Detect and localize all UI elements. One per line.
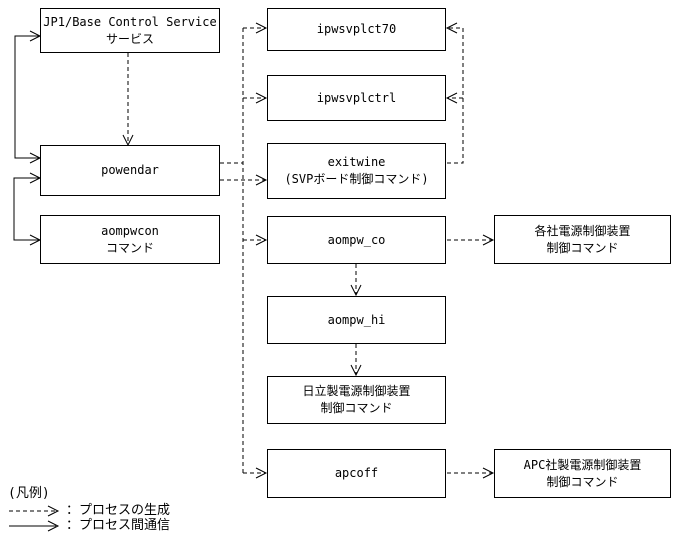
node-hitachi-power-control-command: 日立製電源制御装置 制御コマンド (267, 376, 446, 424)
node-vendor-power-control-command: 各社電源制御装置 制御コマンド (494, 215, 671, 264)
arrowhead-icon (255, 467, 268, 479)
edge-comm-jp1-powendar (14, 35, 40, 159)
arrowhead-icon (445, 92, 458, 104)
arrowhead-icon (255, 92, 268, 104)
node-label: powendar (101, 163, 159, 177)
node-label: aompwcon (101, 223, 159, 238)
legend-label: ：プロセス間通信 (66, 517, 171, 533)
edge-comm-powendar-aompwcon (13, 177, 40, 241)
arrowhead-icon (350, 284, 362, 297)
node-label: exitwine (327, 155, 386, 169)
arrowhead-icon (255, 174, 268, 186)
edge-exitwine-riser-to-ipwsvplct70 (447, 27, 464, 164)
node-label: 制御コマンド (546, 474, 619, 489)
legend-title: (凡例) (8, 486, 50, 501)
node-exitwine-svp-board-control-command: exitwine (SVPボード制御コマンド) (267, 143, 446, 199)
node-label: aompw_co (327, 232, 386, 247)
node-label: ipwsvplct70 (316, 22, 397, 36)
node-label: コマンド (105, 240, 154, 255)
node-apcoff: apcoff (267, 449, 446, 498)
node-ipwsvplct70: ipwsvplct70 (267, 8, 446, 51)
arrowhead-icon (482, 234, 495, 246)
node-powendar: powendar (40, 145, 220, 196)
node-label: 日立製電源制御装置 (302, 384, 411, 398)
solid-arrow-icon (9, 520, 60, 531)
node-label: 制御コマンド (546, 240, 619, 255)
node-aompw-hi: aompw_hi (267, 296, 446, 344)
arrowhead-icon (255, 22, 268, 34)
arrowhead-icon (255, 234, 268, 246)
node-aompw-co: aompw_co (267, 216, 446, 264)
node-label: (SVPボード制御コマンド) (284, 172, 429, 186)
legend: (凡例) ：プロセスの生成 ：プロセス間通信 (8, 486, 170, 533)
node-label: JP1/Base Control Service (43, 14, 217, 29)
node-label: APC社製電源制御装置 (523, 457, 642, 472)
legend-item-process-creation: ：プロセスの生成 (8, 503, 170, 518)
node-label: apcoff (334, 466, 379, 480)
node-label: 制御コマンド (320, 401, 393, 415)
dashed-arrow-icon (9, 505, 60, 516)
node-label: aompw_hi (327, 312, 386, 327)
node-aompwcon-command: aompwcon コマンド (40, 215, 220, 264)
legend-item-interprocess-communication: ：プロセス間通信 (8, 518, 170, 533)
arrowhead-icon (482, 467, 495, 479)
legend-label: ：プロセスの生成 (66, 502, 171, 518)
node-label: ipwsvplctrl (316, 90, 397, 105)
node-jp1-base-control-service: JP1/Base Control Service サービス (40, 8, 220, 53)
arrowhead-icon (350, 364, 362, 377)
node-label: サービス (105, 31, 154, 46)
node-apc-power-control-command: APC社製電源制御装置 制御コマンド (494, 449, 671, 498)
arrowhead-icon (445, 22, 458, 34)
node-label: 各社電源制御装置 (534, 223, 631, 238)
node-ipwsvplctrl: ipwsvplctrl (267, 75, 446, 121)
